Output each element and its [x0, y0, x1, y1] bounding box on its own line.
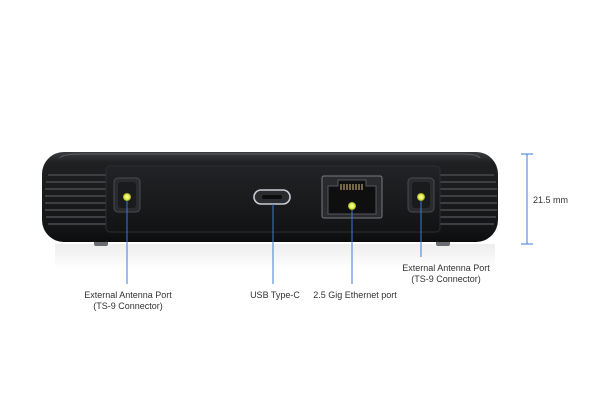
- label-ethernet-port: 2.5 Gig Ethernet port: [313, 290, 397, 300]
- left-antenna-port: [113, 177, 141, 213]
- floor-shadow: [55, 244, 495, 270]
- right-antenna-port: [407, 177, 435, 213]
- label-external-antenna-left: External Antenna Port (TS-9 Connector): [84, 290, 172, 311]
- right-antenna-led-icon: [417, 193, 425, 201]
- ethernet-led-icon: [348, 202, 356, 210]
- ethernet-port: [321, 175, 383, 219]
- device-top-edge: [59, 153, 481, 159]
- label-usb-type-c: USB Type-C: [250, 290, 300, 300]
- label-height-dimension: 21.5 mm: [533, 195, 569, 205]
- left-antenna-led-icon: [123, 193, 131, 201]
- left-vent-grille: [45, 174, 106, 225]
- usb-c-port: [253, 189, 291, 205]
- right-vent-grille: [440, 174, 497, 225]
- label-external-antenna-right: External Antenna Port (TS-9 Connector): [402, 263, 490, 284]
